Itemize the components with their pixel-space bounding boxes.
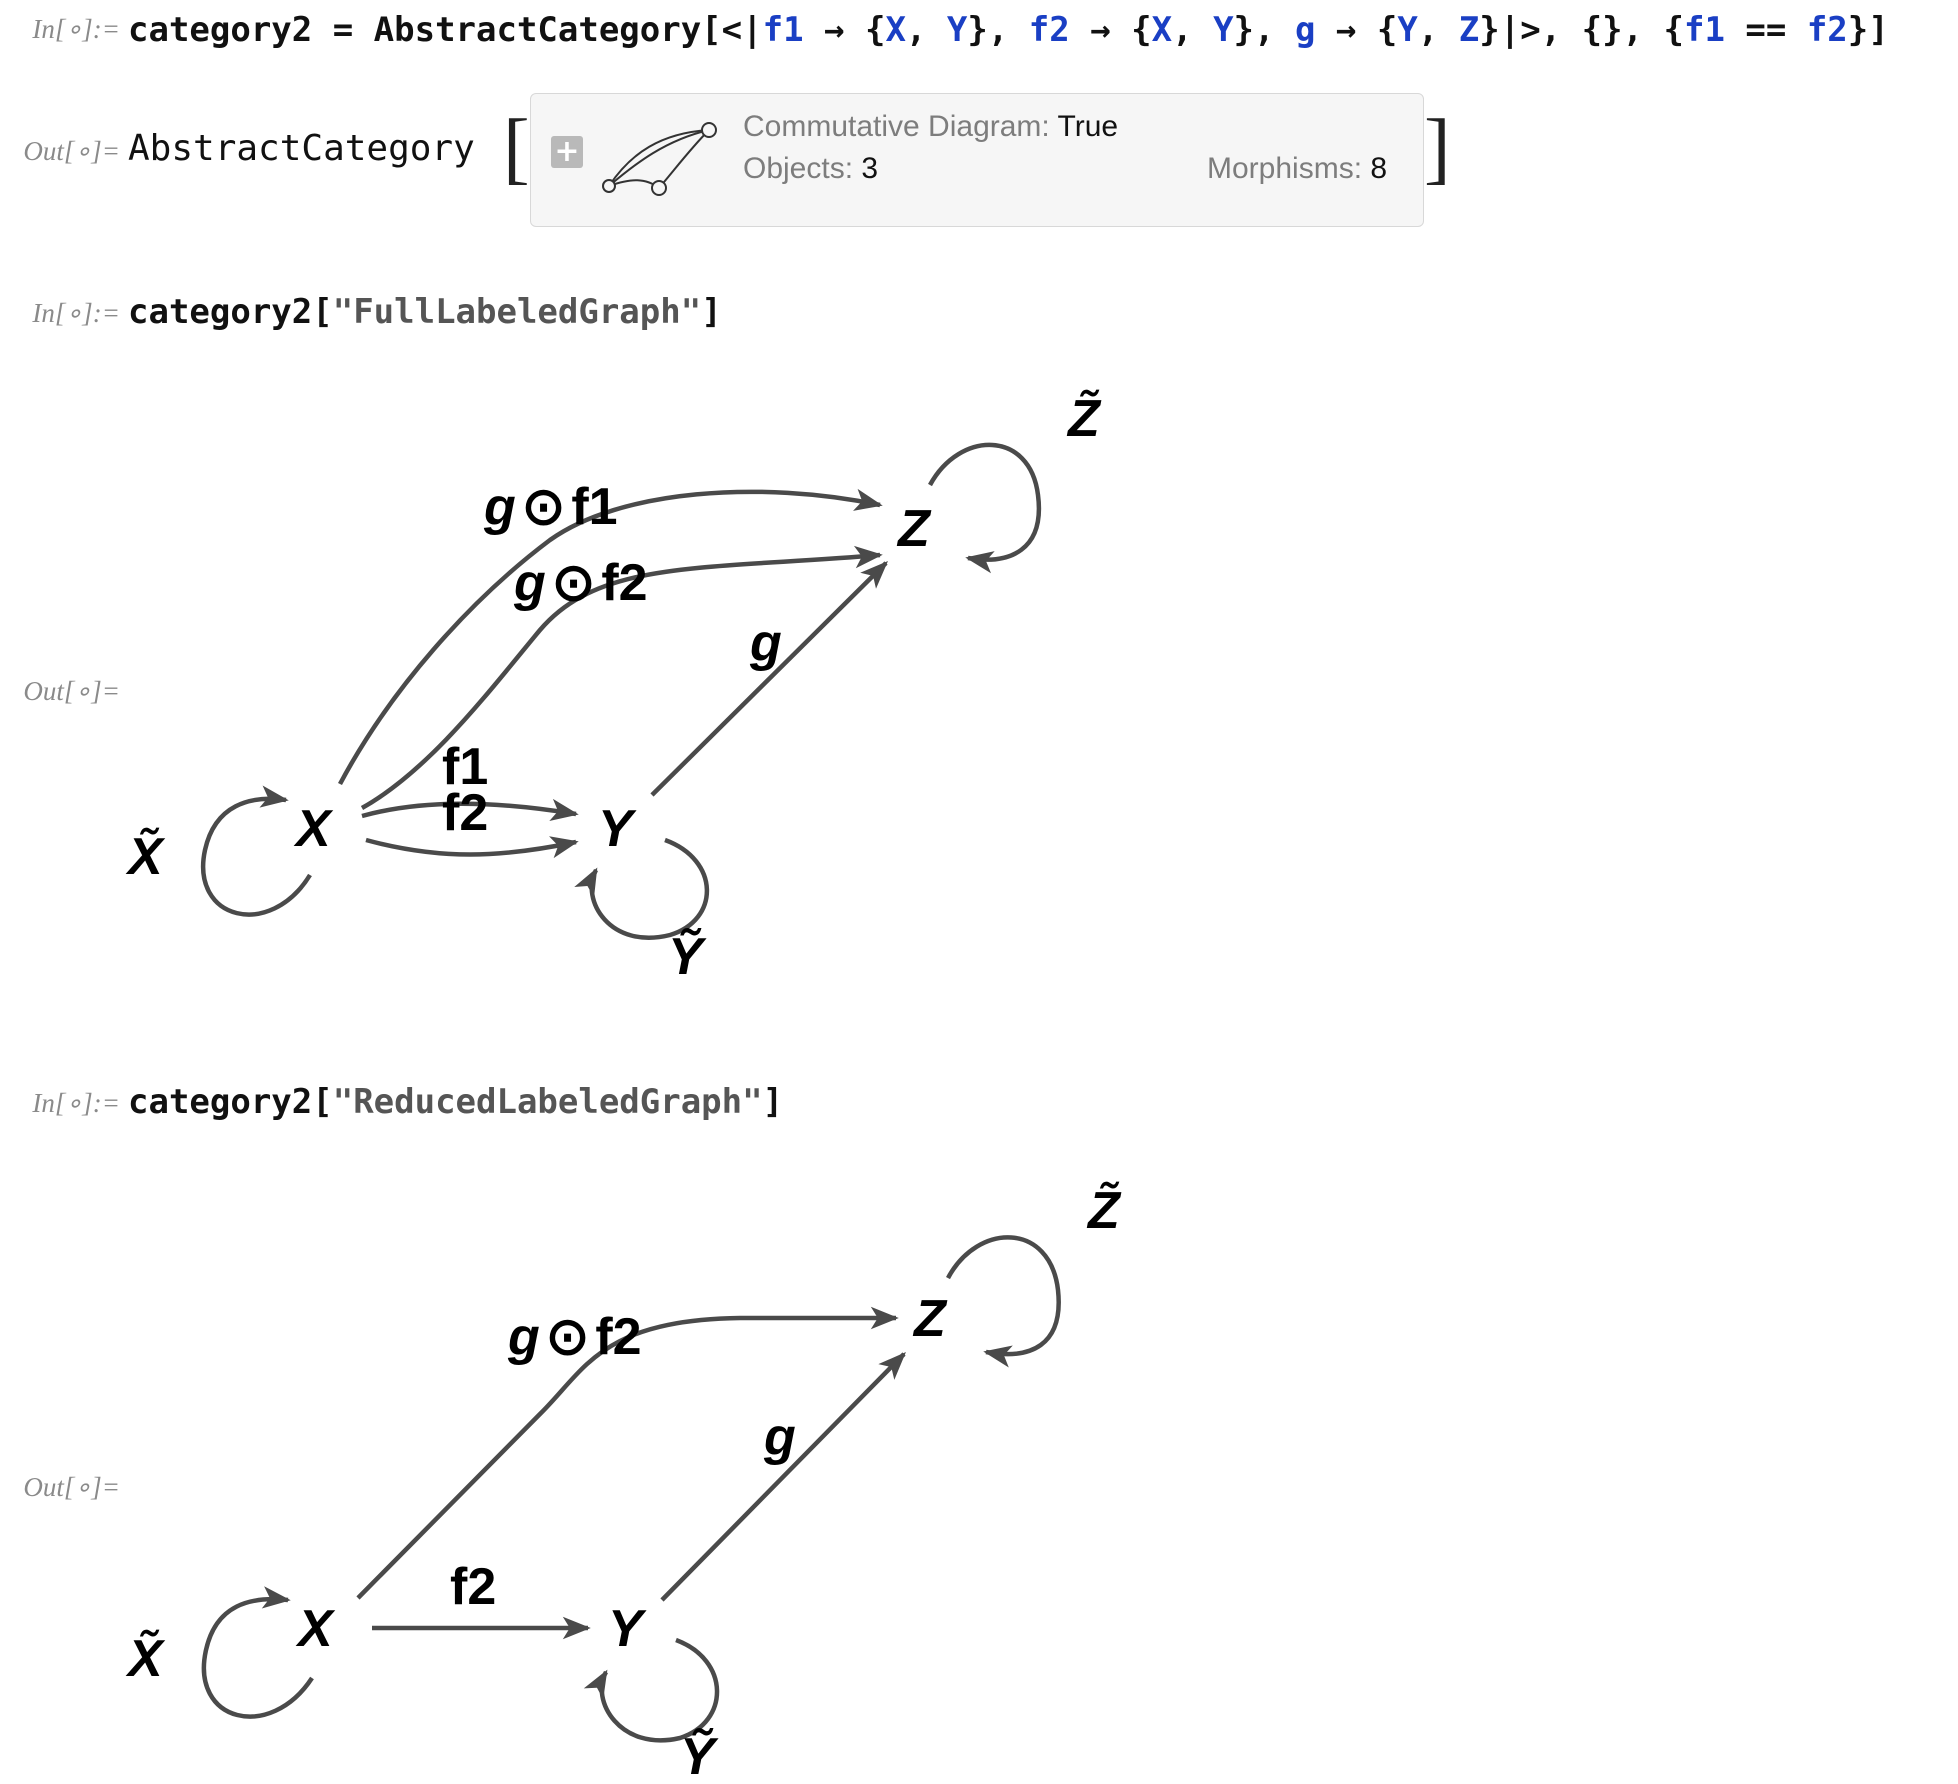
loop-label-z: Z̃: [1066, 390, 1102, 448]
edge-f2: [365, 836, 579, 859]
label-f1: f1: [442, 738, 488, 796]
r-loop-z: [946, 1235, 1061, 1368]
r-node-z: Z: [912, 1290, 948, 1348]
r-node-y: Y: [608, 1600, 647, 1658]
r-edge-g-f2: [356, 1306, 899, 1600]
r-label-f2: f2: [450, 1558, 496, 1616]
node-y: Y: [598, 800, 637, 858]
close-bracket: ]: [1424, 104, 1451, 192]
r-label-g: g: [763, 1408, 796, 1466]
in-label-3: In[∘]:=: [32, 1088, 120, 1118]
summary-box[interactable]: + Commutative Diagram: True Objects: 3 M…: [530, 93, 1424, 227]
output-head: AbstractCategory: [128, 128, 475, 169]
label-g-f1: g⊙f1: [483, 478, 618, 536]
r-node-x: X: [295, 1600, 336, 1658]
node-x: X: [293, 800, 334, 858]
label-g-f2: g⊙f2: [513, 554, 648, 612]
r-loop-label-x: X̃: [125, 1630, 166, 1688]
out-label-2: Out[∘]=: [23, 676, 120, 706]
out-label-1: Out[∘]=: [23, 136, 120, 166]
summary-morphisms: Morphisms: 8: [1207, 152, 1388, 185]
r-label-g-f2: g⊙f2: [507, 1308, 642, 1366]
in-label-2: In[∘]:=: [32, 298, 120, 328]
r-loop-label-z: Z̃: [1086, 1182, 1122, 1240]
out-label-3: Out[∘]=: [23, 1472, 120, 1502]
loop-label-y: Ỹ: [668, 928, 707, 986]
label-f2: f2: [442, 784, 488, 842]
r-loop-x: [201, 1586, 314, 1719]
input-code-1[interactable]: category2 = AbstractCategory[<|f1 → {X, …: [128, 10, 1889, 50]
open-bracket: [: [503, 104, 530, 192]
input-code-2[interactable]: category2["FullLabeledGraph"]: [128, 292, 722, 332]
r-loop-y: [583, 1637, 720, 1743]
in-label-1: In[∘]:=: [32, 14, 120, 44]
label-g: g: [749, 614, 782, 672]
summary-objects: Objects: 3: [743, 152, 879, 185]
r-loop-label-y: Ỹ: [680, 1728, 719, 1784]
node-z: Z: [896, 500, 932, 558]
edge-g-f2: [360, 545, 883, 810]
loop-label-x: X̃: [125, 828, 166, 886]
input-code-3[interactable]: category2["ReducedLabeledGraph"]: [128, 1082, 784, 1122]
edge-f1: [361, 798, 579, 822]
category-thumbnail-icon: [602, 122, 717, 196]
edge-g: [650, 561, 888, 797]
r-edge-g: [660, 1352, 906, 1602]
loop-y: [574, 837, 710, 940]
summary-commutative: Commutative Diagram: True: [743, 110, 1119, 143]
expand-plus-icon[interactable]: +: [551, 136, 583, 168]
edge-g-f1: [338, 488, 883, 786]
loop-z: [928, 442, 1042, 574]
loop-x: [201, 785, 312, 917]
